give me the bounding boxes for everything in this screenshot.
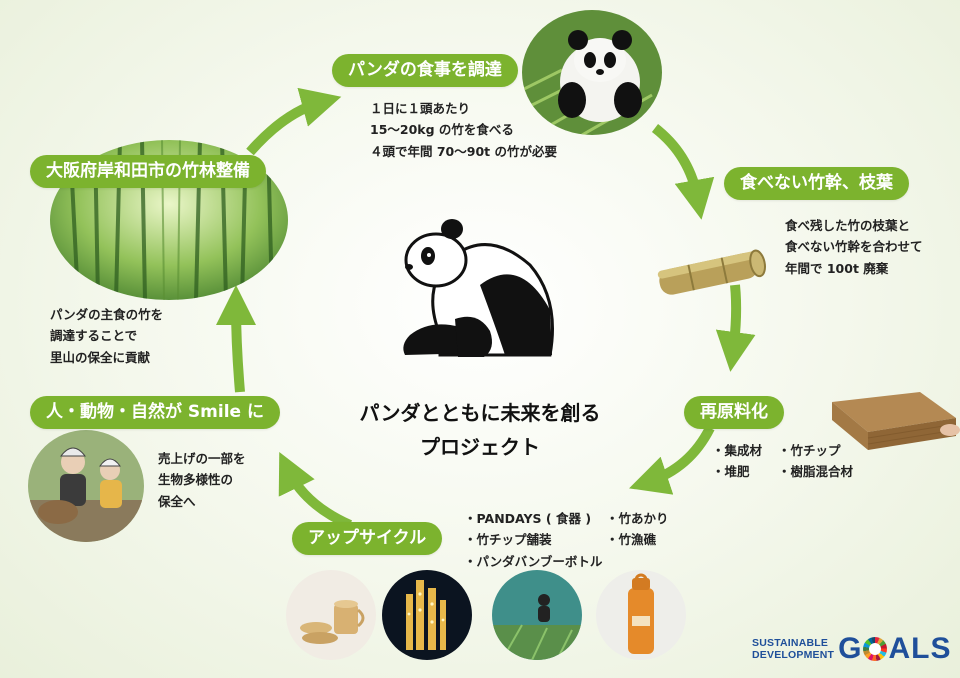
bamboo-reef-photo (492, 570, 582, 660)
step-upcycle-label: アップサイクル (292, 522, 443, 555)
project-title-line2: プロジェクト (420, 435, 540, 459)
sdgs-wheel-icon (863, 637, 888, 661)
note-item: ・PANDAYS ( 食器 ) (464, 511, 592, 526)
step-waste-label: 食べない竹幹、枝葉 (724, 167, 909, 200)
step-procure-label: パンダの食事を調達 (332, 54, 518, 87)
step-forest-label: 大阪府岸和田市の竹林整備 (30, 155, 266, 188)
bamboo-trunk-image (650, 242, 775, 297)
step-waste-note: 食べ残した竹の枝葉と 食べない竹幹を合わせて 年間で 100t 廃棄 (785, 215, 923, 279)
step-smile-label: 人・動物・自然が Smile に (30, 396, 280, 429)
note-item: ・集成材 (712, 443, 763, 458)
note-line: 食べ残した竹の枝葉と (785, 218, 911, 233)
pandays-tableware-photo (286, 570, 376, 660)
note-line: 売上げの一部を (158, 451, 246, 466)
step-upcycle-note: ・PANDAYS ( 食器 ) ・竹あかり ・竹チップ舗装 ・竹漁礁 ・パンダバンブ… (464, 508, 669, 572)
arrow-forest-to-procure (246, 87, 342, 156)
note-line: 食べない竹幹を合わせて (785, 239, 923, 255)
note-line: 保全へ (158, 493, 196, 509)
note-row: ・竹チップ舗装 ・竹漁礁 (464, 529, 669, 550)
sdgs-logo-text: SUSTAINABLE DEVELOPMENT (752, 637, 834, 661)
sdgs-logo: SUSTAINABLE DEVELOPMENT G ALS (752, 632, 951, 666)
arrow-upcycle-to-smile (278, 452, 353, 530)
note-item: ・堆肥 (712, 464, 750, 480)
panda-bamboo-bottle-photo (596, 570, 686, 660)
note-item: ・竹漁礁 (606, 532, 657, 548)
panda-illustration (400, 215, 565, 375)
bamboo-board-image (828, 388, 960, 458)
step-smile-note: 売上げの一部を 生物多様性の 保全へ (158, 448, 246, 512)
sdgs-line1: SUSTAINABLE (752, 636, 829, 649)
sdgs-goals-rest: ALS (888, 632, 952, 665)
project-title: パンダとともに未来を創る プロジェクト (300, 396, 660, 464)
note-line: １日に１頭あたり (370, 101, 471, 116)
arrow-procure-to-waste (651, 124, 715, 220)
note-row: ・パンダバンブーボトル (464, 551, 669, 572)
sdgs-goals-word: G ALS (838, 632, 951, 666)
project-title-line1: パンダとともに未来を創る (359, 401, 601, 425)
step-forest-note: パンダの主食の竹を 調達することで 里山の保全に貢献 (50, 304, 163, 368)
note-item: ・パンダバンブーボトル (464, 553, 603, 569)
note-line: 生物多様性の (158, 472, 234, 488)
sdgs-line2: DEVELOPMENT (752, 649, 835, 661)
note-line: ４頭で年間 70〜90t の竹が必要 (370, 143, 557, 159)
sdgs-goals-g: G (838, 632, 863, 665)
note-item: ・竹チップ舗装 (464, 532, 552, 548)
note-item: ・樹脂混合材 (778, 464, 854, 480)
arrow-recycle-to-upcycle (629, 425, 715, 495)
note-item: ・竹あかり (606, 511, 669, 526)
note-row: ・集成材・竹チップ (712, 440, 853, 461)
bamboo-lantern-photo (382, 570, 472, 660)
note-line: 里山の保全に貢献 (50, 349, 151, 365)
note-row: ・堆肥 ・樹脂混合材 (712, 461, 853, 482)
note-line: パンダの主食の竹を (50, 307, 164, 322)
step-procure-note: １日に１頭あたり 15〜20kg の竹を食べる ４頭で年間 70〜90t の竹が… (370, 98, 557, 162)
note-line: 調達することで (50, 328, 138, 344)
step-recycle-note: ・集成材・竹チップ ・堆肥 ・樹脂混合材 (712, 440, 853, 483)
arrow-waste-to-recycle (715, 284, 756, 372)
note-row: ・PANDAYS ( 食器 ) ・竹あかり (464, 508, 669, 529)
step-recycle-label: 再原料化 (684, 396, 784, 429)
note-line: 年間で 100t 廃棄 (785, 260, 889, 276)
note-item: ・竹チップ (778, 443, 841, 458)
arrow-smile-to-forest (216, 285, 257, 393)
panda-eating-photo (522, 10, 662, 135)
note-line: 15〜20kg の竹を食べる (370, 122, 514, 138)
family-animal-photo (28, 430, 144, 542)
